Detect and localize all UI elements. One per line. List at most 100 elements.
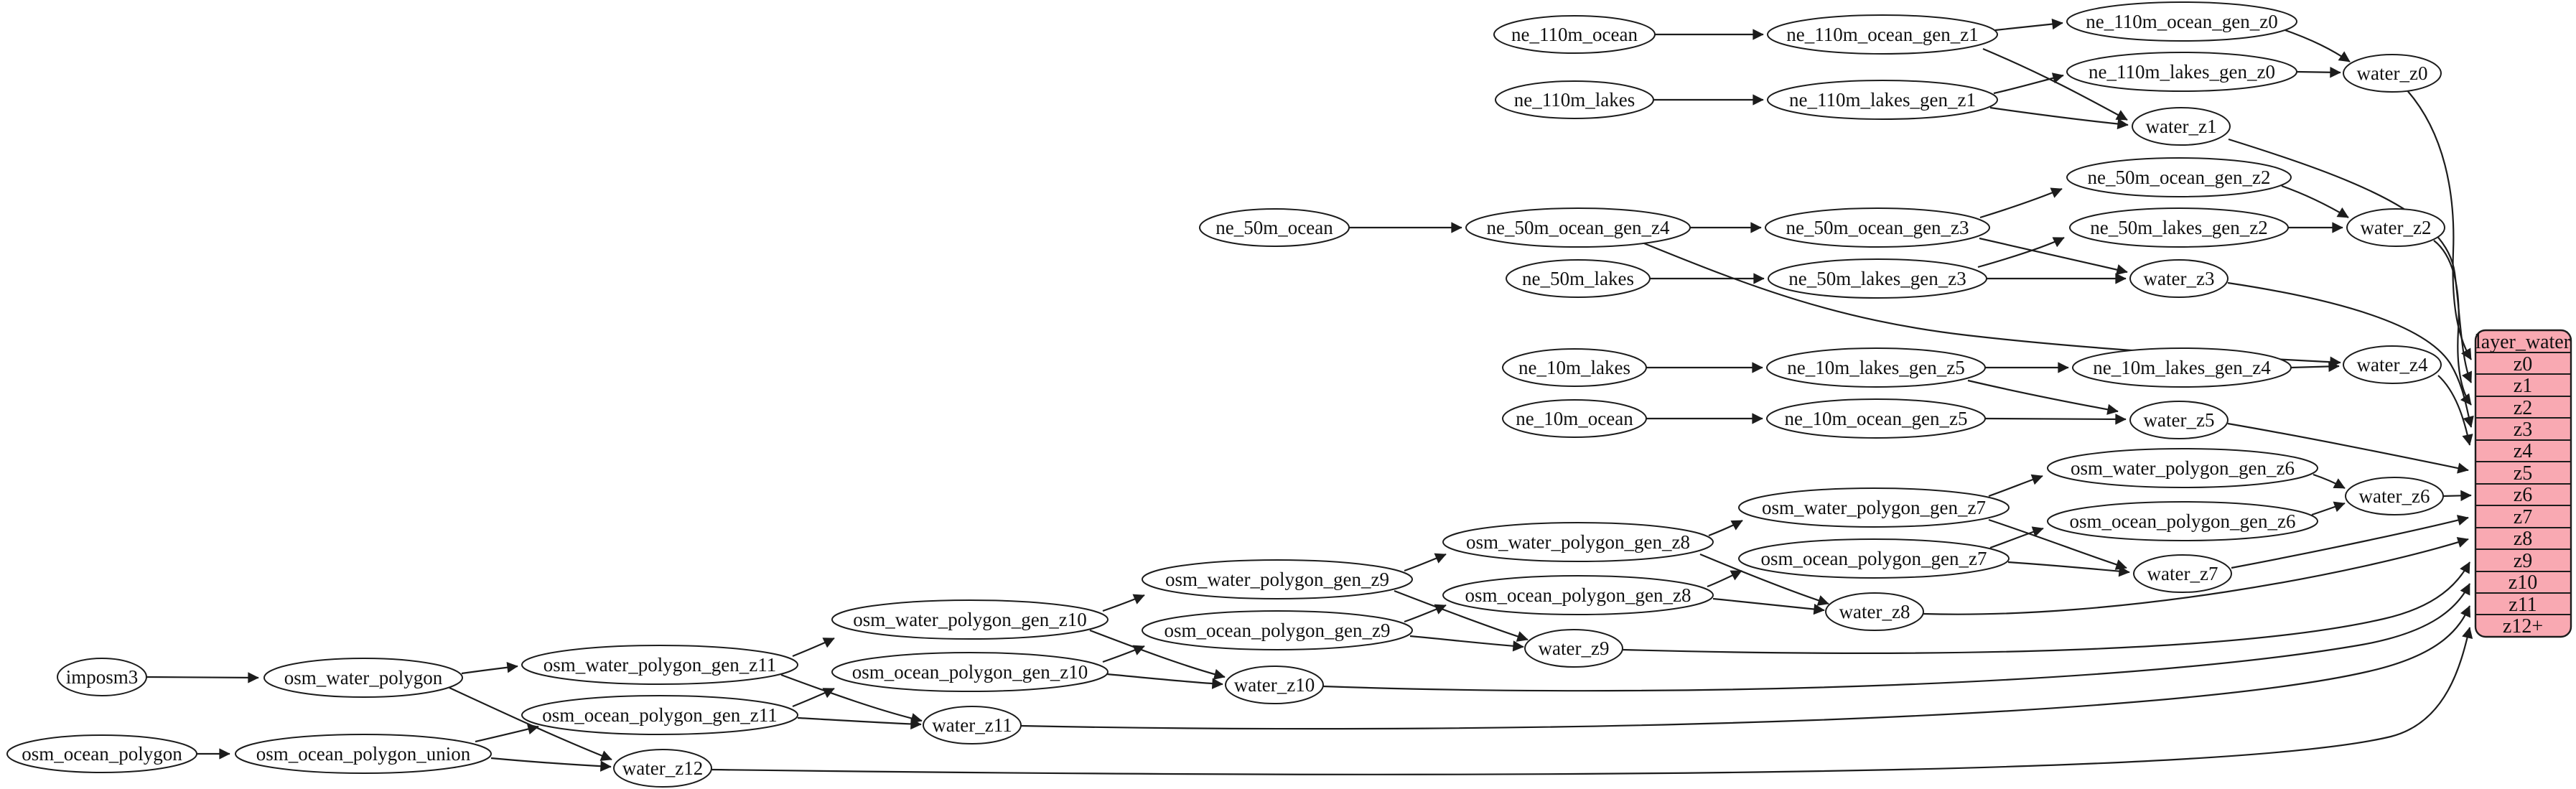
svg-text:osm_ocean_polygon_union: osm_ocean_polygon_union [256, 743, 471, 765]
node-osm_ocean_polygon_gen_z6: osm_ocean_polygon_gen_z6 [2047, 501, 2318, 541]
svg-text:water_z7: water_z7 [2147, 563, 2218, 584]
nodes: imposm3 osm_water_polygon osm_ocean_poly… [6, 1, 2445, 788]
edge-water_z12-to-row-z12plus [711, 627, 2473, 775]
edge-osm_ocean_polygon_gen_z8-to-water_z8 [1712, 597, 1825, 615]
svg-text:water_z5: water_z5 [2144, 409, 2215, 431]
node-water_z4: water_z4 [2343, 345, 2442, 384]
edge-osm_water_polygon_gen_z11-to-water_z11 [780, 673, 923, 724]
node-water_z6: water_z6 [2345, 477, 2444, 515]
edge-water_z6-to-row-z6 [2442, 490, 2472, 502]
svg-text:ne_110m_lakes_gen_z1: ne_110m_lakes_gen_z1 [1789, 89, 1976, 111]
node-osm_ocean_polygon_gen_z10: osm_ocean_polygon_gen_z10 [831, 652, 1109, 692]
edge-water_z1-to-row-z1 [2228, 138, 2473, 383]
edges [146, 18, 2474, 775]
edge-ne_110m_lakes_gen_z0-to-water_z0 [2296, 67, 2341, 78]
edge-osm_water_polygon_gen_z7-to-water_z7 [1988, 518, 2127, 570]
svg-text:osm_water_polygon_gen_z9: osm_water_polygon_gen_z9 [1165, 569, 1389, 590]
edge-ne_110m_lakes_gen_z1-to-water_z1 [1989, 106, 2129, 130]
node-water_z1: water_z1 [2132, 107, 2231, 146]
node-ne_110m_ocean_gen_z0: ne_110m_ocean_gen_z0 [2066, 1, 2297, 42]
svg-text:ne_10m_lakes: ne_10m_lakes [1518, 357, 1630, 378]
edge-osm_ocean_polygon_gen_z6-to-water_z6 [2311, 501, 2346, 516]
svg-text:water_z6: water_z6 [2359, 485, 2430, 507]
edge-imposm3-to-osm_water_polygon [146, 672, 259, 683]
svg-text:water_z3: water_z3 [2144, 268, 2215, 289]
table-row-z7: z7 [2514, 506, 2532, 528]
node-water_z5: water_z5 [2129, 401, 2229, 439]
node-osm_ocean_polygon_gen_z9: osm_ocean_polygon_gen_z9 [1142, 610, 1413, 650]
table-row-z11: z11 [2509, 594, 2537, 616]
edge-osm_water_polygon_gen_z8-to-osm_water_polygon_gen_z7 [1708, 520, 1743, 537]
edge-osm_ocean_polygon_gen_z11-to-osm_ocean_polygon_gen_z10 [792, 688, 835, 708]
node-water_z9: water_z9 [1524, 629, 1623, 668]
edge-ne_50m_ocean_gen_z3-to-ne_50m_ocean_gen_z2 [1979, 187, 2063, 219]
svg-text:ne_10m_ocean: ne_10m_ocean [1516, 408, 1633, 429]
edge-water_z5-to-row-z5 [2227, 422, 2469, 474]
node-water_z12: water_z12 [613, 749, 712, 788]
svg-text:ne_50m_lakes_gen_z3: ne_50m_lakes_gen_z3 [1788, 268, 1966, 289]
svg-text:water_z0: water_z0 [2357, 62, 2428, 84]
node-water_z10: water_z10 [1225, 666, 1324, 704]
node-ne_50m_lakes_gen_z2: ne_50m_lakes_gen_z2 [2069, 207, 2289, 248]
svg-text:osm_ocean_polygon_gen_z8: osm_ocean_polygon_gen_z8 [1465, 584, 1691, 606]
edge-ne_110m_lakes_gen_z1-to-ne_110m_lakes_gen_z0 [1993, 73, 2064, 95]
node-ne_50m_ocean_gen_z2: ne_50m_ocean_gen_z2 [2066, 157, 2292, 197]
svg-text:ne_110m_ocean: ne_110m_ocean [1511, 24, 1638, 45]
table-row-z6: z6 [2514, 484, 2532, 506]
node-ne_50m_lakes: ne_50m_lakes [1506, 259, 1651, 298]
node-ne_10m_lakes_gen_z5: ne_10m_lakes_gen_z5 [1766, 347, 1986, 388]
edge-osm_ocean_polygon_gen_z10-to-water_z10 [1106, 673, 1223, 689]
node-osm_water_polygon: osm_water_polygon [263, 658, 463, 698]
svg-text:water_z4: water_z4 [2357, 354, 2428, 375]
edge-osm_water_polygon_gen_z9-to-osm_water_polygon_gen_z8 [1404, 553, 1447, 572]
node-osm_water_polygon_gen_z9: osm_water_polygon_gen_z9 [1142, 559, 1413, 599]
svg-text:water_z9: water_z9 [1539, 638, 1610, 659]
node-ne_50m_ocean_gen_z3: ne_50m_ocean_gen_z3 [1765, 207, 1990, 248]
svg-text:osm_water_polygon_gen_z10: osm_water_polygon_gen_z10 [853, 609, 1086, 630]
svg-text:ne_110m_ocean_gen_z0: ne_110m_ocean_gen_z0 [2086, 11, 2277, 32]
edge-osm_water_polygon_gen_z8-to-water_z8 [1699, 553, 1829, 606]
edge-ne_50m_ocean_gen_z3-to-water_z3 [1979, 237, 2128, 276]
node-water_z3: water_z3 [2129, 259, 2229, 298]
svg-text:water_z10: water_z10 [1234, 674, 1315, 696]
node-ne_50m_ocean_gen_z4: ne_50m_ocean_gen_z4 [1465, 207, 1691, 248]
node-osm_ocean_polygon: osm_ocean_polygon [6, 734, 197, 773]
edge-osm_water_polygon_gen_z6-to-water_z6 [2313, 473, 2346, 489]
edge-osm_ocean_polygon_gen_z10-to-osm_ocean_polygon_gen_z9 [1102, 645, 1145, 663]
svg-text:ne_10m_lakes_gen_z4: ne_10m_lakes_gen_z4 [2093, 357, 2271, 378]
node-ne_10m_ocean: ne_10m_ocean [1502, 399, 1647, 438]
edge-ne_10m_lakes_gen_z5-to-water_z5 [1967, 379, 2119, 415]
svg-text:osm_ocean_polygon_gen_z10: osm_ocean_polygon_gen_z10 [852, 661, 1088, 683]
edge-osm_ocean_polygon_gen_z11-to-water_z11 [797, 716, 922, 730]
svg-text:imposm3: imposm3 [66, 666, 139, 688]
edge-osm_ocean_polygon_gen_z7-to-water_z7 [2007, 561, 2130, 577]
edge-water_z11-to-row-z11 [1020, 605, 2471, 730]
edge-osm_water_polygon_gen_z7-to-osm_water_polygon_gen_z6 [1988, 474, 2043, 498]
edge-osm_ocean_polygon_gen_z9-to-water_z9 [1409, 635, 1524, 652]
node-osm_ocean_polygon_union: osm_ocean_polygon_union [235, 734, 492, 774]
svg-text:osm_water_polygon_gen_z6: osm_water_polygon_gen_z6 [2071, 457, 2295, 479]
node-ne_110m_ocean: ne_110m_ocean [1493, 15, 1656, 54]
edge-osm_ocean_polygon_gen_z7-to-osm_ocean_polygon_gen_z6 [1989, 526, 2044, 549]
node-water_z11: water_z11 [923, 706, 1022, 744]
node-water_z8: water_z8 [1825, 592, 1924, 631]
edge-water_z0-to-row-z0 [2406, 89, 2472, 360]
node-osm_ocean_polygon_gen_z11: osm_ocean_polygon_gen_z11 [521, 695, 798, 735]
node-ne_10m_lakes_gen_z4: ne_10m_lakes_gen_z4 [2072, 347, 2292, 388]
edge-osm_water_polygon_gen_z11-to-osm_water_polygon_gen_z10 [792, 638, 835, 658]
svg-text:water_z12: water_z12 [622, 757, 703, 779]
table-row-z1: z1 [2514, 375, 2532, 397]
edge-osm_ocean_polygon_gen_z8-to-osm_ocean_polygon_gen_z7 [1707, 570, 1742, 588]
edge-water_z10-to-row-z10 [1322, 583, 2470, 692]
svg-text:osm_water_polygon_gen_z7: osm_water_polygon_gen_z7 [1762, 497, 1986, 518]
svg-text:osm_ocean_polygon: osm_ocean_polygon [22, 743, 182, 765]
node-ne_10m_lakes: ne_10m_lakes [1502, 348, 1647, 387]
edge-osm_water_polygon-to-osm_water_polygon_gen_z11 [461, 662, 518, 675]
svg-text:ne_10m_ocean_gen_z5: ne_10m_ocean_gen_z5 [1785, 408, 1968, 429]
edge-water_z9-to-row-z9 [1622, 561, 2470, 654]
svg-text:ne_50m_lakes_gen_z2: ne_50m_lakes_gen_z2 [2090, 217, 2267, 238]
node-osm_water_polygon_gen_z10: osm_water_polygon_gen_z10 [831, 599, 1109, 640]
svg-text:ne_110m_ocean_gen_z1: ne_110m_ocean_gen_z1 [1786, 24, 1978, 45]
